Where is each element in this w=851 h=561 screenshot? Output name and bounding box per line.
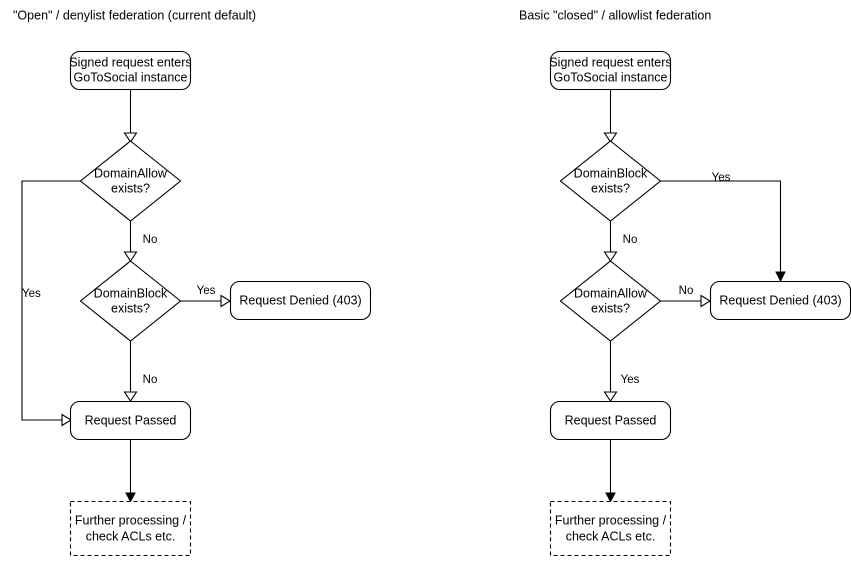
arrowhead-start-to-domainallow [123, 132, 138, 143]
edge-label-domainblock-yes-closed: Yes [712, 172, 731, 184]
domainallow-label-line2-closed: exists? [591, 301, 630, 315]
diagram-title-closed-allowlist: Basic "closed" / allowlist federation [519, 8, 711, 22]
edge-label-domainallow-yes-closed: Yes [621, 374, 640, 386]
request-denied-label-closed: Request Denied (403) [719, 293, 841, 307]
node-further-processing-open: Further processing / check ACLs etc. [69, 500, 192, 557]
request-denied-box-shape [229, 280, 372, 321]
request-passed-label: Request Passed [85, 413, 177, 427]
edge-domainallow-yes-to-passed [21, 180, 81, 421]
arrowhead-domainblock-no-to-domainallow-closed [603, 251, 618, 262]
edge-label-domainallow-yes: Yes [22, 288, 41, 300]
node-request-passed-open: Request Passed [69, 400, 192, 441]
domainallow-label-line1-closed: DomainAllow [574, 286, 648, 300]
edge-label-domainblock-yes: Yes [197, 285, 216, 297]
node-decision-domainblock-closed: DomainBlock exists? [559, 140, 662, 222]
arrowhead-domainallow-no-to-domainblock [123, 251, 138, 262]
diagram-open-denylist: "Open" / denylist federation (current de… [13, 8, 372, 557]
domainblock-label-line1: DomainBlock [94, 286, 168, 300]
arrowhead-domainblock-yes-to-denied [220, 294, 232, 308]
domainallow-label-line1: DomainAllow [94, 166, 168, 180]
node-decision-domainallow-closed: DomainAllow exists? [559, 260, 662, 342]
node-start-open: Signed request enters GoToSocial instanc… [69, 50, 192, 91]
edge-domainblock-yes-to-denied-closed [660, 180, 782, 272]
edge-label-domainallow-no-closed: No [679, 285, 694, 297]
arrowhead-domainallow-no-to-denied-closed [700, 294, 712, 308]
start-box-label-line1: Signed request enters [69, 55, 191, 69]
arrowhead-passed-to-further-closed [605, 492, 616, 503]
request-passed-label-closed: Request Passed [565, 413, 657, 427]
node-decision-domainblock-open: DomainBlock exists? [79, 260, 182, 342]
arrowhead-domainblock-no-to-passed [123, 391, 138, 402]
arrowhead-passed-to-further [125, 492, 136, 503]
further-processing-label-line1-closed: Further processing / [555, 513, 667, 527]
start-box-label-line1-closed: Signed request enters [549, 55, 671, 69]
arrowhead-domainallow-yes-to-passed-closed [603, 391, 618, 402]
start-box-label-line2: GoToSocial instance [74, 70, 188, 84]
further-processing-label-line2-closed: check ACLs etc. [566, 529, 656, 543]
domainallow-label-line2: exists? [111, 181, 150, 195]
edge-label-domainblock-no-closed: No [623, 234, 638, 246]
further-processing-box-shape [69, 500, 192, 557]
edge-label-domainblock-no: No [143, 374, 158, 386]
start-box-label-line2-closed: GoToSocial instance [554, 70, 668, 84]
node-request-denied-open: Request Denied (403) [229, 280, 372, 321]
node-request-denied-closed: Request Denied (403) [709, 280, 851, 321]
node-further-processing-closed: Further processing / check ACLs etc. [549, 500, 672, 557]
diagram-closed-allowlist: Basic "closed" / allowlist federation Si… [519, 8, 851, 557]
arrowhead-domainblock-yes-to-denied-closed [775, 271, 786, 283]
arrowhead-domainallow-yes-to-passed [61, 413, 73, 427]
further-processing-label-line2: check ACLs etc. [86, 529, 176, 543]
domainblock-label-line2: exists? [111, 301, 150, 315]
request-denied-label: Request Denied (403) [239, 293, 361, 307]
arrowhead-start-to-domainblock-closed [603, 132, 618, 143]
node-start-closed: Signed request enters GoToSocial instanc… [549, 50, 672, 91]
node-request-passed-closed: Request Passed [549, 400, 672, 441]
edge-label-domainallow-no: No [143, 234, 158, 246]
further-processing-box-shape-closed [549, 500, 672, 557]
domainblock-label-line1-closed: DomainBlock [574, 166, 648, 180]
node-decision-domainallow-open: DomainAllow exists? [79, 140, 182, 222]
further-processing-label-line1: Further processing / [75, 513, 187, 527]
diagram-title-open-denylist: "Open" / denylist federation (current de… [13, 8, 256, 22]
domainblock-label-line2-closed: exists? [591, 181, 630, 195]
